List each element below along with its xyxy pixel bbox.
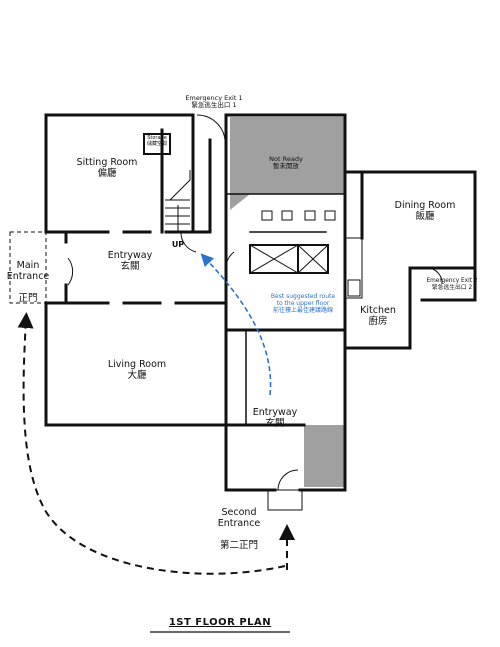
route-line1: Best suggested route: [270, 293, 336, 300]
dining-room-label: Dining Room 飯廳: [388, 200, 462, 223]
main-entrance-en: Main Entrance: [6, 259, 50, 282]
entryway-main-zh: 玄關: [120, 260, 140, 272]
kitchen-label: Kitchen 廚房: [356, 305, 400, 328]
sitting-room-label: Sitting Room 偏廳: [70, 157, 144, 180]
entryway-main-label: Entryway 玄關: [100, 250, 160, 273]
living-room-zh: 大廳: [127, 369, 147, 381]
stairs-up-label: UP: [171, 240, 185, 249]
kitchen-en: Kitchen: [360, 305, 396, 316]
emergency-exit-2-label: Emergency Exit 2 緊急逃生出口 2: [424, 278, 480, 291]
main-entrance-label: Main Entrance 正門: [6, 250, 50, 316]
suggested-route-note: Best suggested route to the upper floor …: [258, 293, 348, 315]
entryway-second-en: Entryway: [252, 407, 298, 418]
storage-en: Storage: [147, 135, 167, 141]
entryway-second-zh: 玄關: [265, 417, 285, 429]
grey-block: [304, 425, 344, 487]
living-room-label: Living Room 大廳: [102, 359, 172, 382]
not-ready-label: Not Ready 暫未開放: [254, 155, 318, 171]
walls: [44, 113, 477, 492]
exit1-zh: 緊急逃生出口 1: [191, 101, 237, 110]
main-entrance-zh: 正門: [18, 292, 38, 304]
suggested-route-arrow: [200, 253, 272, 396]
entryway-second-label: Entryway 玄關: [246, 407, 304, 430]
not-ready-corner: [230, 194, 250, 210]
not-ready-area: [230, 117, 345, 194]
plan-title: 1ST FLOOR PLAN: [168, 617, 272, 628]
storage-label: Storage 儲藏空間: [144, 135, 170, 148]
kitchen-zh: 廚房: [368, 315, 388, 327]
sitting-room-en: Sitting Room: [76, 157, 138, 168]
entryway-main-en: Entryway: [107, 250, 153, 261]
second-entrance-en: Second Entrance: [217, 506, 261, 529]
living-room-en: Living Room: [107, 359, 167, 370]
dining-room-zh: 飯廳: [415, 210, 435, 222]
emergency-exit-1-label: Emergency Exit 1 緊急逃生出口 1: [176, 94, 252, 110]
route-line2: to the upper floor: [276, 299, 330, 307]
second-entrance-label: Second Entrance 第二正門: [208, 497, 270, 563]
exit2-en: Emergency Exit 2: [426, 278, 478, 284]
exit2-zh: 緊急逃生出口 2: [431, 284, 473, 291]
exit1-en: Emergency Exit 1: [185, 94, 243, 102]
not-ready-zh: 暫未開放: [273, 162, 299, 171]
not-ready-en: Not Ready: [269, 155, 303, 163]
dining-room-en: Dining Room: [394, 200, 456, 211]
second-entrance-zh: 第二正門: [219, 539, 258, 551]
storage-zh: 儲藏空間: [146, 140, 167, 147]
sitting-room-zh: 偏廳: [97, 167, 117, 179]
fixtures: [9, 114, 443, 511]
route-zh: 前往樓上最佳建議路線: [272, 306, 333, 314]
